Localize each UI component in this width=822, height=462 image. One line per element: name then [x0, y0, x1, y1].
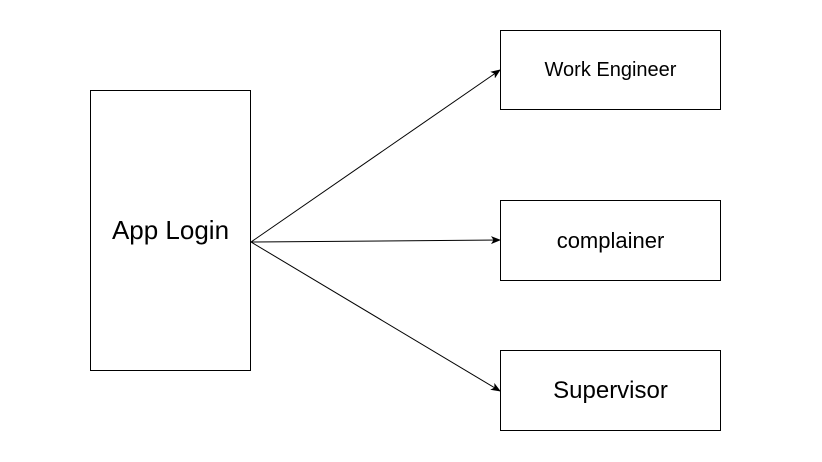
- work-engineer-node: Work Engineer: [500, 30, 721, 110]
- arrow-to-work-engineer: [250, 69, 501, 243]
- arrow-to-supervisor: [250, 241, 501, 392]
- work-engineer-label: Work Engineer: [544, 58, 677, 81]
- app-login-label: App Login: [111, 215, 230, 245]
- supervisor-node: Supervisor: [500, 350, 721, 431]
- complainer-node: complainer: [500, 200, 721, 281]
- supervisor-label: Supervisor: [553, 376, 668, 404]
- complainer-label: complainer: [556, 227, 665, 253]
- arrow-to-complainer: [250, 236, 501, 245]
- app-login-node: App Login: [90, 90, 251, 371]
